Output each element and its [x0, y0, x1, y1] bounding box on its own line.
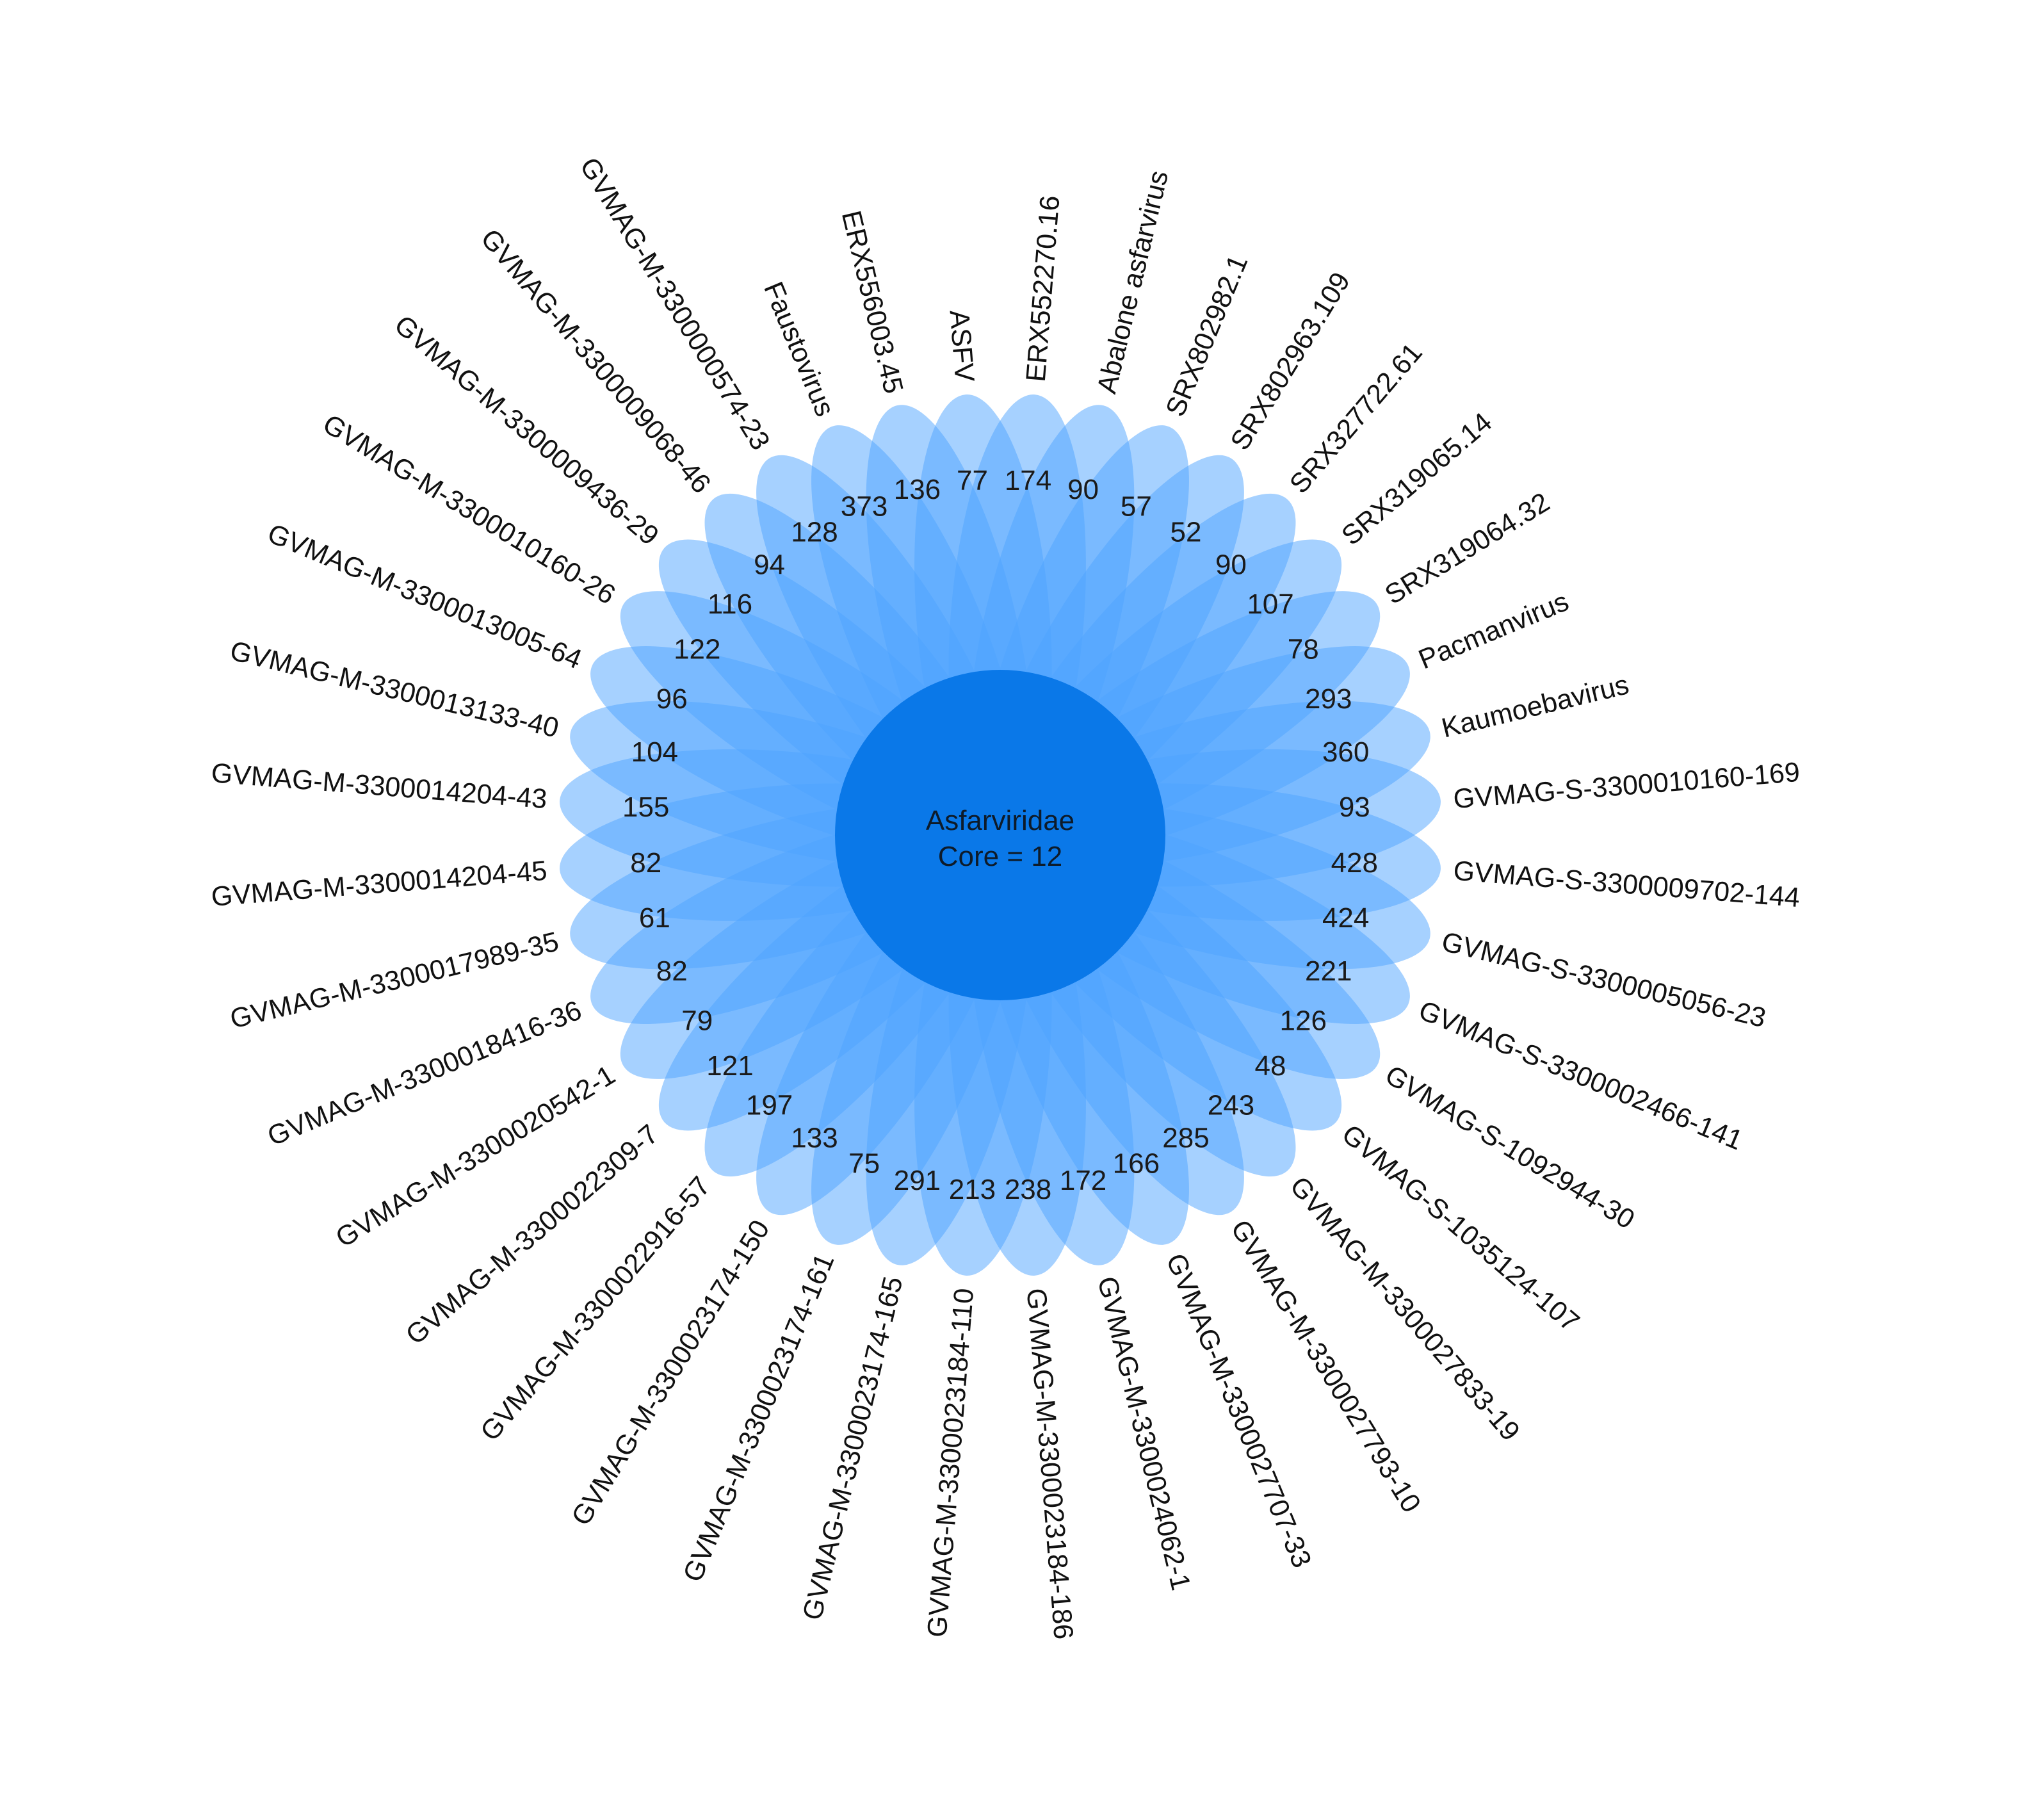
petal-count: 126 [1280, 1005, 1327, 1036]
petal-label: GVMAG-M-3300014204-43 [210, 758, 548, 815]
petal-label: GVMAG-M-3300023184-110 [921, 1287, 980, 1639]
petal-label: GVMAG-S-3300010160-169 [1452, 757, 1801, 815]
petal-count: 121 [706, 1050, 753, 1082]
petal-count: 428 [1331, 847, 1378, 879]
petal-label: GVMAG-M-3300017989-35 [227, 926, 562, 1034]
petal-count: 90 [1215, 549, 1247, 580]
petal-count: 293 [1305, 683, 1352, 715]
petal-label: GVMAG-M-3300013133-40 [227, 635, 562, 743]
petal-count: 96 [656, 683, 688, 715]
petal-count: 360 [1322, 736, 1369, 768]
petal-count: 373 [841, 491, 887, 523]
petal-label: GVMAG-M-3300009068-46 [474, 223, 717, 500]
petal-label: Kaumoebavirus [1439, 669, 1632, 743]
petal-count: 82 [630, 847, 661, 879]
petal-count: 77 [957, 465, 988, 496]
core-count: Core = 12 [938, 841, 1062, 872]
petal-count: 285 [1162, 1123, 1209, 1154]
petal-label: GVMAG-S-3300005056-23 [1439, 926, 1769, 1034]
petal-count: 94 [754, 549, 785, 580]
petal-count: 52 [1171, 516, 1202, 548]
petal-count: 78 [1288, 634, 1319, 665]
petal-label: ASFV [944, 309, 980, 383]
petal-count: 221 [1305, 955, 1352, 987]
petal-count: 48 [1255, 1050, 1286, 1082]
petal-label: Abalone asfarvirus [1091, 168, 1174, 397]
petal-count: 107 [1247, 589, 1293, 620]
petal-label: GVMAG-M-3300000574-23 [574, 152, 776, 455]
petal-count: 136 [894, 474, 941, 505]
petal-count: 122 [674, 634, 720, 665]
petal-label: GVMAG-M-3300014204-45 [210, 856, 548, 913]
petal-label: SRX802982.1 [1160, 250, 1254, 421]
petal-label: GVMAG-M-3300024062-1 [1091, 1274, 1196, 1593]
petal-count: 166 [1113, 1148, 1160, 1179]
petal-label: GVMAG-M-3300023174-165 [797, 1274, 909, 1623]
petal-label: ERX556003.45 [836, 207, 909, 396]
petal-label: GVMAG-M-3300023184-186 [1021, 1287, 1079, 1641]
petal-count: 79 [681, 1005, 713, 1036]
petal-label: GVMAG-M-3300009436-29 [389, 309, 665, 551]
petal-count: 57 [1121, 491, 1152, 523]
petal-count: 174 [1005, 465, 1051, 496]
petal-count: 93 [1339, 792, 1370, 823]
petal-count: 155 [622, 792, 669, 823]
petal-count: 424 [1322, 902, 1369, 934]
petal-label: GVMAG-M-3300022916-57 [474, 1171, 717, 1447]
core-title: Asfarviridae [926, 805, 1074, 836]
petal-label: Pacmanvirus [1414, 586, 1573, 675]
petal-label: GVMAG-M-3300022309-7 [400, 1119, 665, 1351]
petal-label: GVMAG-S-3300009702-144 [1452, 856, 1801, 913]
petal-count: 82 [656, 955, 688, 987]
petal-label: GVMAG-M-3300027833-19 [1284, 1171, 1526, 1447]
petal-count: 116 [708, 589, 752, 620]
petal-count: 133 [791, 1123, 838, 1154]
petal-count: 197 [746, 1090, 793, 1121]
petal-count: 291 [894, 1165, 941, 1196]
petal-count: 238 [1005, 1174, 1051, 1205]
petal-label: GVMAG-S-1035124-107 [1336, 1119, 1585, 1338]
core-circle [835, 670, 1165, 1000]
petal-count: 243 [1208, 1090, 1254, 1121]
petal-count: 90 [1067, 474, 1099, 505]
petal-count: 128 [791, 516, 838, 548]
petal-label: Faustovirus [757, 278, 840, 421]
petal-label: ERX552270.16 [1021, 195, 1066, 384]
petal-count: 172 [1060, 1165, 1106, 1196]
petal-count: 104 [631, 736, 678, 768]
petal-count: 61 [639, 902, 670, 934]
petal-count: 75 [848, 1148, 880, 1179]
petal-count: 213 [949, 1174, 996, 1205]
